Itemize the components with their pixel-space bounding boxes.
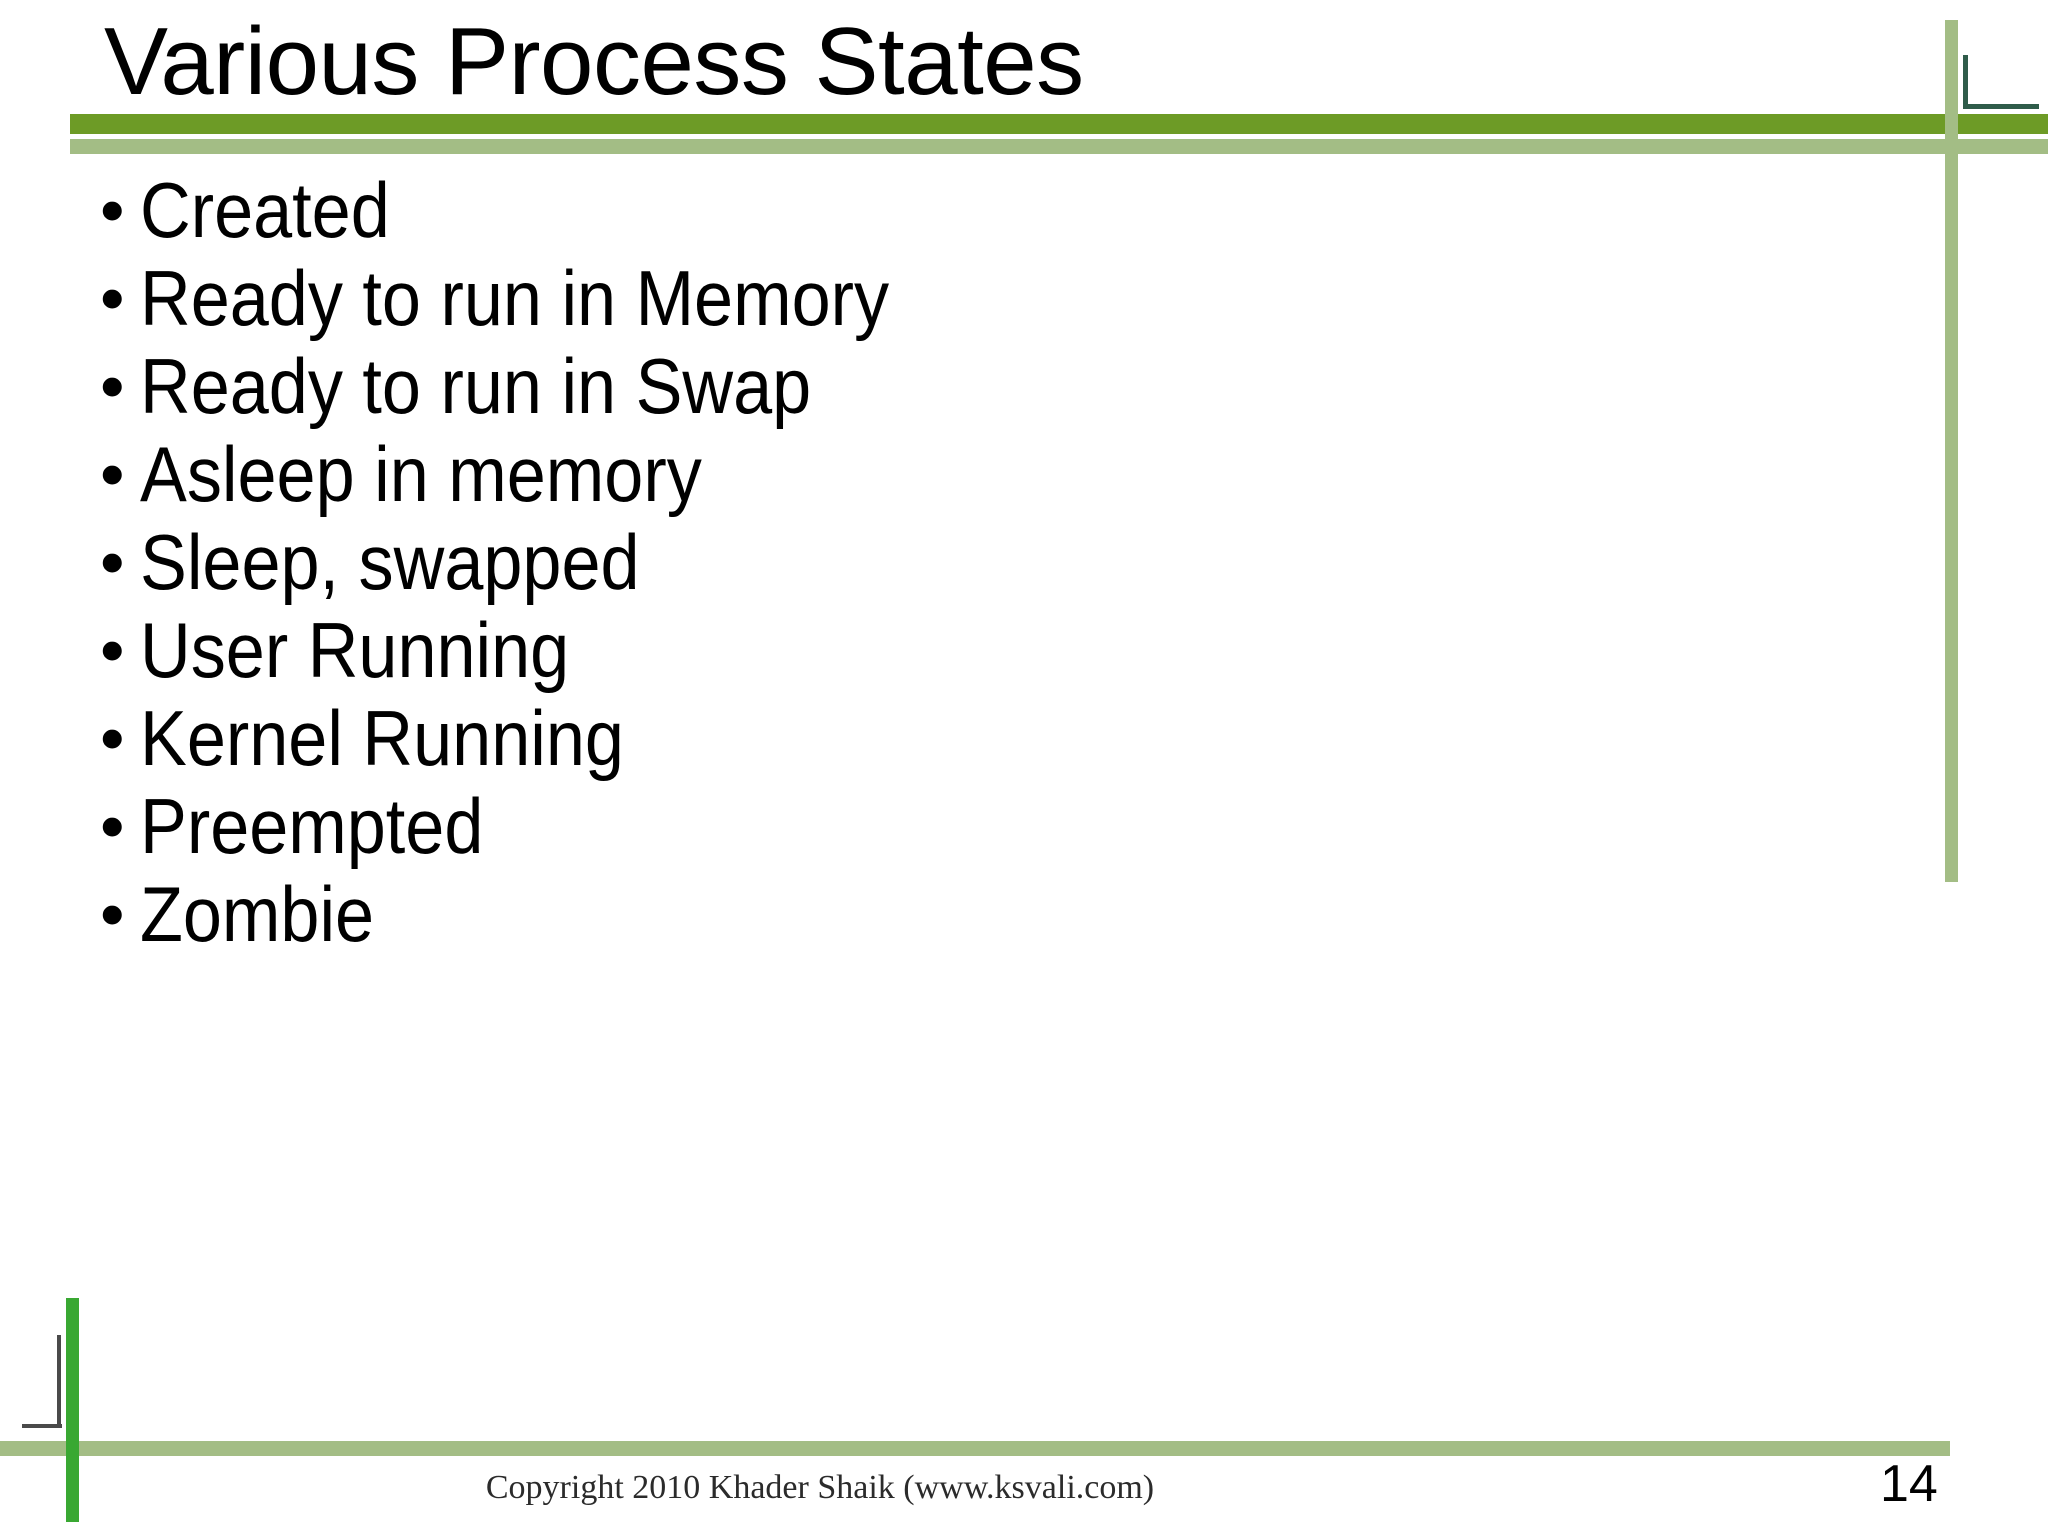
list-item: • Ready to run in Memory xyxy=(100,254,1900,342)
bullet-marker-icon: • xyxy=(100,699,125,777)
list-item: • Preempted xyxy=(100,782,1900,870)
list-item: • Kernel Running xyxy=(100,694,1900,782)
list-item: • Ready to run in Swap xyxy=(100,342,1900,430)
list-item-label: Preempted xyxy=(140,782,484,870)
title-rule-dark xyxy=(70,114,2048,134)
list-item: • Sleep, swapped xyxy=(100,518,1900,606)
bullet-marker-icon: • xyxy=(100,259,125,337)
corner-bracket-top-right-horizontal-icon xyxy=(1963,104,2039,109)
bullet-marker-icon: • xyxy=(100,787,125,865)
list-item-label: Asleep in memory xyxy=(140,430,702,518)
corner-bracket-bottom-left-vertical-icon xyxy=(57,1335,61,1427)
bullet-marker-icon: • xyxy=(100,347,125,425)
title-rule-light xyxy=(70,139,2048,154)
accent-vertical-line-bottom-left xyxy=(66,1298,79,1522)
bullet-marker-icon: • xyxy=(100,875,125,953)
corner-bracket-top-right-vertical-icon xyxy=(1963,55,1968,109)
list-item-label: Created xyxy=(140,166,390,254)
footer-copyright: Copyright 2010 Khader Shaik (www.ksvali.… xyxy=(485,1469,1155,1506)
list-item: • Created xyxy=(100,166,1900,254)
corner-bracket-bottom-left-horizontal-icon xyxy=(22,1424,62,1428)
list-item-label: Ready to run in Memory xyxy=(140,254,890,342)
bullet-marker-icon: • xyxy=(100,435,125,513)
bullet-marker-icon: • xyxy=(100,611,125,689)
accent-vertical-line-top-right xyxy=(1945,20,1958,882)
list-item: • User Running xyxy=(100,606,1900,694)
list-item-label: Sleep, swapped xyxy=(140,518,640,606)
list-item-label: Zombie xyxy=(140,870,375,958)
bullet-marker-icon: • xyxy=(100,171,125,249)
list-item-label: User Running xyxy=(140,606,570,694)
list-item-label: Ready to run in Swap xyxy=(140,342,812,430)
page-title: Various Process States xyxy=(104,8,1084,115)
page-number: 14 xyxy=(1880,1455,1938,1513)
list-item-label: Kernel Running xyxy=(140,694,624,782)
bullet-list: • Created • Ready to run in Memory • Rea… xyxy=(100,166,1900,958)
list-item: • Zombie xyxy=(100,870,1900,958)
footer-rule-light xyxy=(0,1441,1950,1456)
bullet-marker-icon: • xyxy=(100,523,125,601)
list-item: • Asleep in memory xyxy=(100,430,1900,518)
